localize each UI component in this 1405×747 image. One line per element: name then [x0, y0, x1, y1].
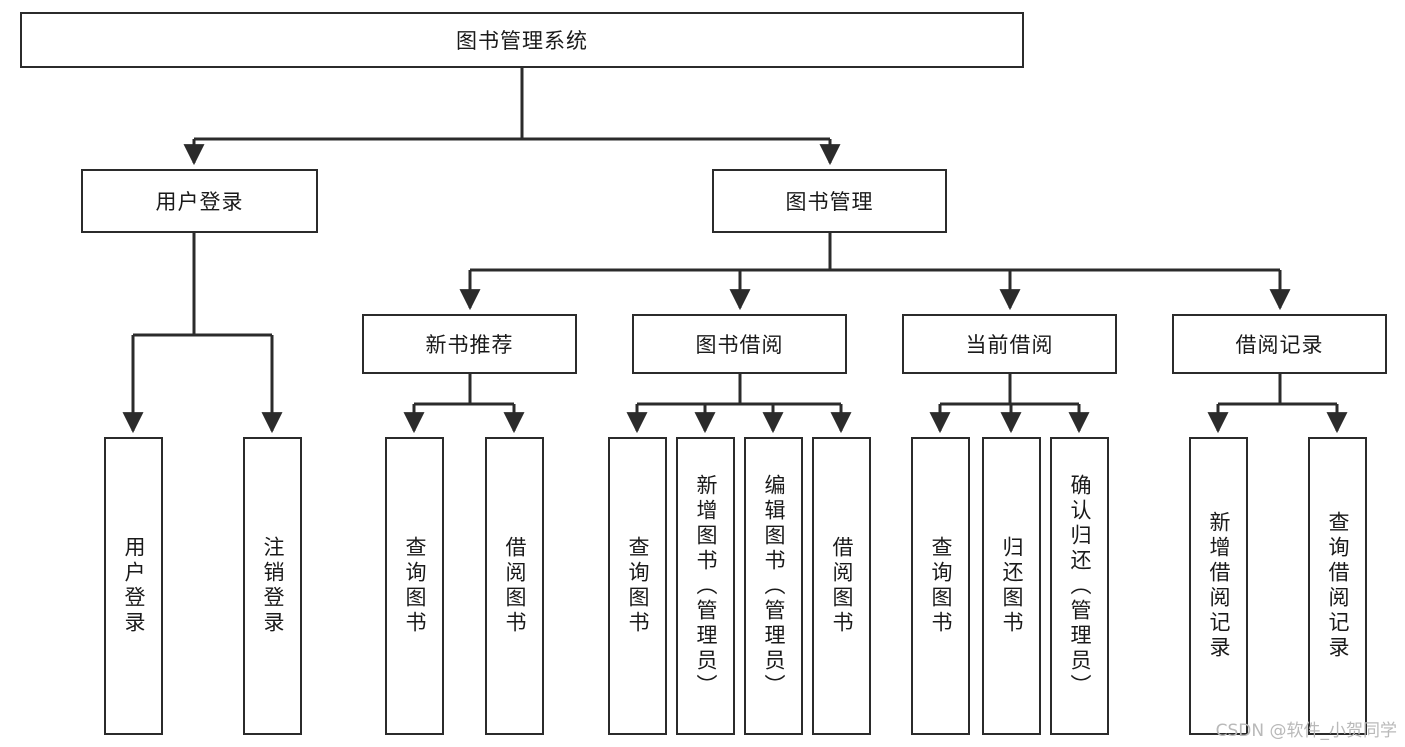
leaf-query-book-borrow[interactable]: 查询图书 — [608, 437, 667, 735]
leaf-query-borrow-record[interactable]: 查询借阅记录 — [1308, 437, 1367, 735]
leaf-label: 查询图书 — [403, 536, 427, 636]
leaf-borrow-book-rec[interactable]: 借阅图书 — [485, 437, 544, 735]
leaf-label: 编辑图书（管理员） — [762, 473, 786, 699]
node-root-label: 图书管理系统 — [456, 29, 588, 53]
leaf-add-borrow-record[interactable]: 新增借阅记录 — [1189, 437, 1248, 735]
node-book-management-label: 图书管理 — [785, 190, 874, 214]
leaf-label: 查询图书 — [929, 536, 953, 636]
leaf-return-book[interactable]: 归还图书 — [982, 437, 1041, 735]
leaf-logout[interactable]: 注销登录 — [243, 437, 302, 735]
leaf-label: 用户登录 — [122, 536, 146, 636]
leaf-query-book-current[interactable]: 查询图书 — [911, 437, 970, 735]
node-user-login-label: 用户登录 — [155, 190, 244, 214]
csdn-watermark: CSDN @软件_小贺同学 — [1215, 721, 1397, 741]
leaf-label: 新增图书（管理员） — [694, 473, 718, 699]
leaf-label: 借阅图书 — [503, 536, 527, 636]
node-borrow-record-label: 借阅记录 — [1235, 333, 1324, 357]
leaf-query-book-rec[interactable]: 查询图书 — [385, 437, 444, 735]
node-current-borrow[interactable]: 当前借阅 — [902, 314, 1117, 374]
leaf-user-login[interactable]: 用户登录 — [104, 437, 163, 735]
node-new-book-recommend-label: 新书推荐 — [425, 333, 514, 357]
node-current-borrow-label: 当前借阅 — [965, 333, 1054, 357]
node-user-login[interactable]: 用户登录 — [81, 169, 318, 233]
node-book-management[interactable]: 图书管理 — [712, 169, 947, 233]
leaf-label: 注销登录 — [261, 536, 285, 636]
leaf-label: 查询图书 — [626, 536, 650, 636]
leaf-add-book-admin[interactable]: 新增图书（管理员） — [676, 437, 735, 735]
node-new-book-recommend[interactable]: 新书推荐 — [362, 314, 577, 374]
node-book-borrow-label: 图书借阅 — [695, 333, 784, 357]
leaf-edit-book-admin[interactable]: 编辑图书（管理员） — [744, 437, 803, 735]
leaf-label: 借阅图书 — [830, 536, 854, 636]
leaf-label: 新增借阅记录 — [1207, 511, 1231, 661]
node-borrow-record[interactable]: 借阅记录 — [1172, 314, 1387, 374]
leaf-label: 归还图书 — [1000, 536, 1024, 636]
node-root[interactable]: 图书管理系统 — [20, 12, 1024, 68]
leaf-borrow-book[interactable]: 借阅图书 — [812, 437, 871, 735]
leaf-confirm-return-admin[interactable]: 确认归还（管理员） — [1050, 437, 1109, 735]
leaf-label: 查询借阅记录 — [1326, 511, 1350, 661]
leaf-label: 确认归还（管理员） — [1068, 473, 1092, 699]
node-book-borrow[interactable]: 图书借阅 — [632, 314, 847, 374]
